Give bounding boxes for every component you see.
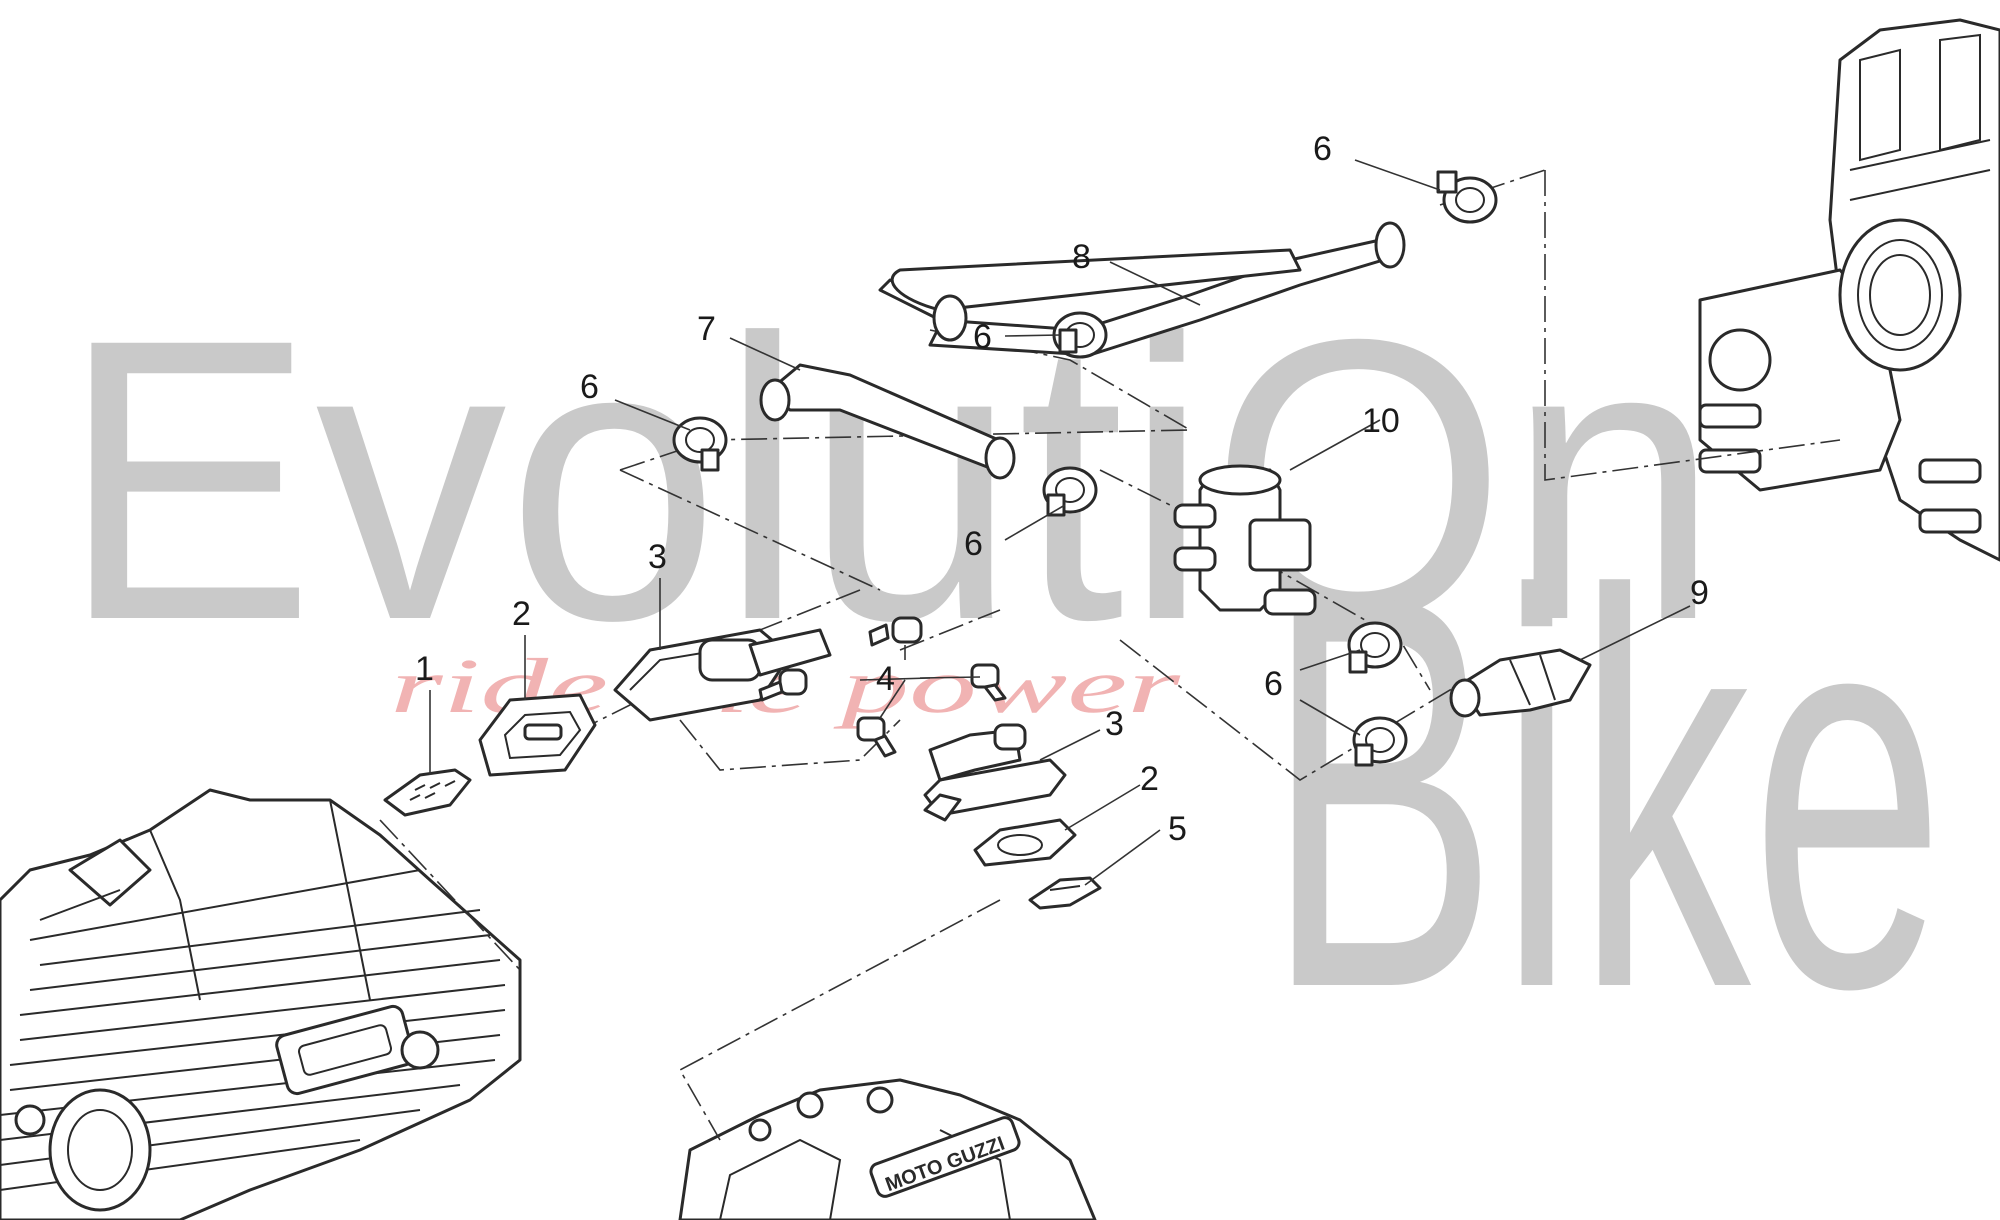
callout-6: 6: [1313, 130, 1332, 168]
watermark-word-evolution: EvolutiOn: [60, 256, 1720, 703]
callout-1: 1: [415, 650, 434, 688]
callout-10: 10: [1362, 402, 1400, 440]
callout-2: 2: [512, 595, 531, 633]
watermark-word-bike: Bike: [1265, 478, 1945, 1104]
bolt-2: [758, 668, 808, 702]
part-2-gasket-lower: [973, 818, 1077, 867]
part-1-reed-valve: [383, 768, 472, 817]
callout-5: 5: [1168, 810, 1187, 848]
bolt-3: [970, 663, 1007, 702]
callout-2: 2: [1140, 760, 1159, 798]
engine-cylinder-head: [0, 788, 522, 1220]
part-9-hose: [1449, 648, 1592, 718]
callout-3: 3: [648, 538, 667, 576]
callout-3: 3: [1105, 705, 1124, 743]
watermark: EvolutiOn Bike ride the power: [60, 256, 1945, 1104]
callout-8: 8: [1072, 238, 1091, 276]
callout-7: 7: [697, 310, 716, 348]
clamp-lower-right-1: [1347, 621, 1403, 674]
throttle-body-assembly: [1698, 18, 2000, 562]
callout-6: 6: [1264, 665, 1283, 703]
clamp-mid: [1042, 466, 1098, 517]
part-8-hose: [878, 221, 1406, 357]
callout-leader-lines: [429, 159, 1691, 886]
callout-6: 6: [973, 318, 992, 356]
clamp-lower-right-2: [1352, 716, 1408, 767]
callout-9: 9: [1690, 574, 1709, 612]
engine-crankcase: MOTO GUZZI: [678, 1078, 1097, 1220]
bolt-1: [868, 616, 923, 647]
part-3-valve-body-left: [613, 628, 832, 722]
clamp-upper-mid: [1052, 311, 1108, 359]
part-3-valve-body-lower: [923, 723, 1067, 822]
clamp-top-right: [1436, 170, 1498, 224]
part-2-gasket-left: [478, 693, 597, 777]
part-7-hose: [759, 363, 1016, 480]
bolt-4: [856, 716, 897, 758]
part-5-cover-plate: [1028, 876, 1102, 910]
part-6-clamps: [672, 170, 1498, 767]
callout-6: 6: [580, 368, 599, 406]
callout-4: 4: [876, 660, 895, 698]
part-10-solenoid-valve: [1173, 464, 1317, 616]
callout-6: 6: [964, 525, 983, 563]
part-4-bolts: [758, 616, 1007, 758]
callout-numbers: 1 2 3 4 3 2 5 6 7 6 8 6 6 10 9 6 6: [415, 130, 1709, 848]
